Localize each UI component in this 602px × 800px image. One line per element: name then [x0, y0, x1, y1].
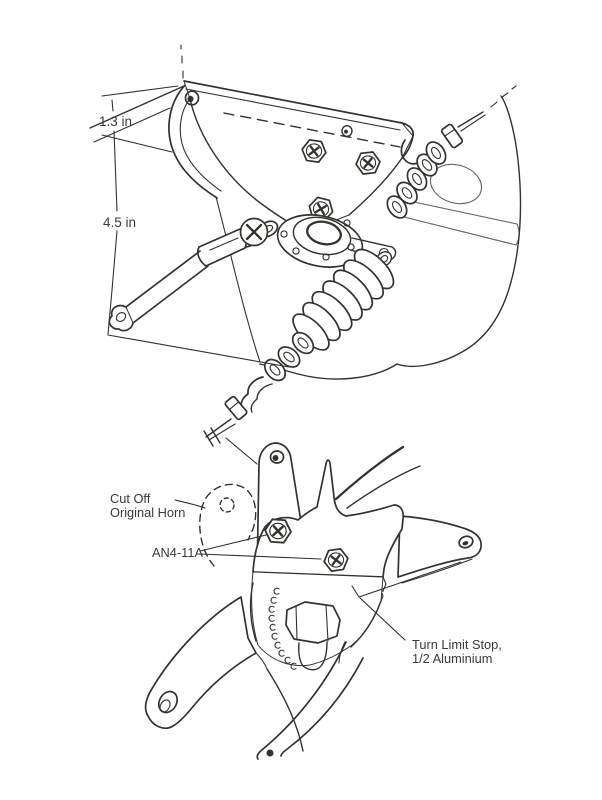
- tube-broken-end: [108, 304, 134, 332]
- turn-limit-label-line1: Turn Limit Stop,: [412, 637, 502, 652]
- lower-horn-drawing: Cut Off Original Horn AN4-11A Turn Limit…: [110, 427, 502, 760]
- clevis-bolt-phillips: [239, 217, 269, 247]
- chain-shackle: [240, 376, 273, 413]
- compression-spring: [292, 248, 395, 351]
- break-marks: [203, 427, 221, 447]
- turn-limit-leader-line: [359, 597, 406, 641]
- pivot-hub: [276, 214, 364, 268]
- fork-right-leg: [255, 641, 364, 760]
- horn-lower-body: [144, 571, 384, 760]
- horn-arm-line-upper: [334, 445, 405, 501]
- dimension-line: [107, 99, 118, 335]
- an4-leader-line-2: [199, 553, 322, 560]
- small-hole: [341, 124, 353, 137]
- weld-bead-marks: [268, 587, 297, 670]
- dimension-annotations: 1.3 in 4.5 in: [99, 85, 290, 368]
- leader-to-tab: [225, 437, 258, 465]
- spring-chain-assembly: [205, 248, 395, 441]
- right-chain-linkage: [349, 85, 517, 261]
- horn-right-arm: [397, 515, 482, 584]
- upper-assembly-drawing: 1.3 in 4.5 in: [89, 44, 522, 441]
- inspection-oval: [429, 163, 483, 205]
- an4-11a-label: AN4-11A: [152, 545, 203, 560]
- left-steering-linkage: [108, 217, 279, 332]
- cutoff-label-line1: Cut Off: [110, 491, 151, 506]
- steering-cable-right: [457, 85, 517, 132]
- bend-dashed-line: [223, 112, 401, 148]
- turn-limit-label-line2: 1/2 Aluminium: [412, 651, 492, 666]
- lower-drawing-callouts: Cut Off Original Horn AN4-11A Turn Limit…: [110, 491, 502, 666]
- extension-line-mid: [101, 134, 173, 153]
- extension-line-top: [101, 85, 179, 97]
- original-horn-dashed-outline: [199, 483, 257, 567]
- rudder-bottom-edge: [399, 198, 520, 246]
- steering-tube: [108, 250, 209, 332]
- pivot-nut: [285, 601, 341, 671]
- cable-swage-lower: [224, 395, 248, 421]
- cable-swage-fitting: [440, 123, 464, 149]
- rivet-hole: [184, 90, 200, 106]
- extension-line-bottom: [107, 334, 290, 368]
- tube-clevis: [196, 228, 248, 267]
- cutoff-label-line2: Original Horn: [110, 505, 185, 520]
- mount-bracket-plate: [168, 44, 414, 233]
- centerline-dashes: [180, 44, 184, 79]
- dim-label-4-5-in: 4.5 in: [103, 215, 136, 230]
- turn-limit-extension-line: [351, 561, 462, 598]
- fuselage-skin-line: [89, 85, 185, 129]
- dim-label-1-3-in: 1.3 in: [99, 114, 132, 129]
- fork-left-arm: [144, 596, 257, 729]
- an4-leader-line-1: [199, 534, 267, 552]
- fuselage-outline: [89, 85, 522, 380]
- horn-arm-line-lower: [346, 465, 421, 509]
- pivot-stud: [298, 641, 328, 671]
- cutoff-leader-line: [174, 499, 206, 509]
- steering-cable-lower: [205, 418, 236, 441]
